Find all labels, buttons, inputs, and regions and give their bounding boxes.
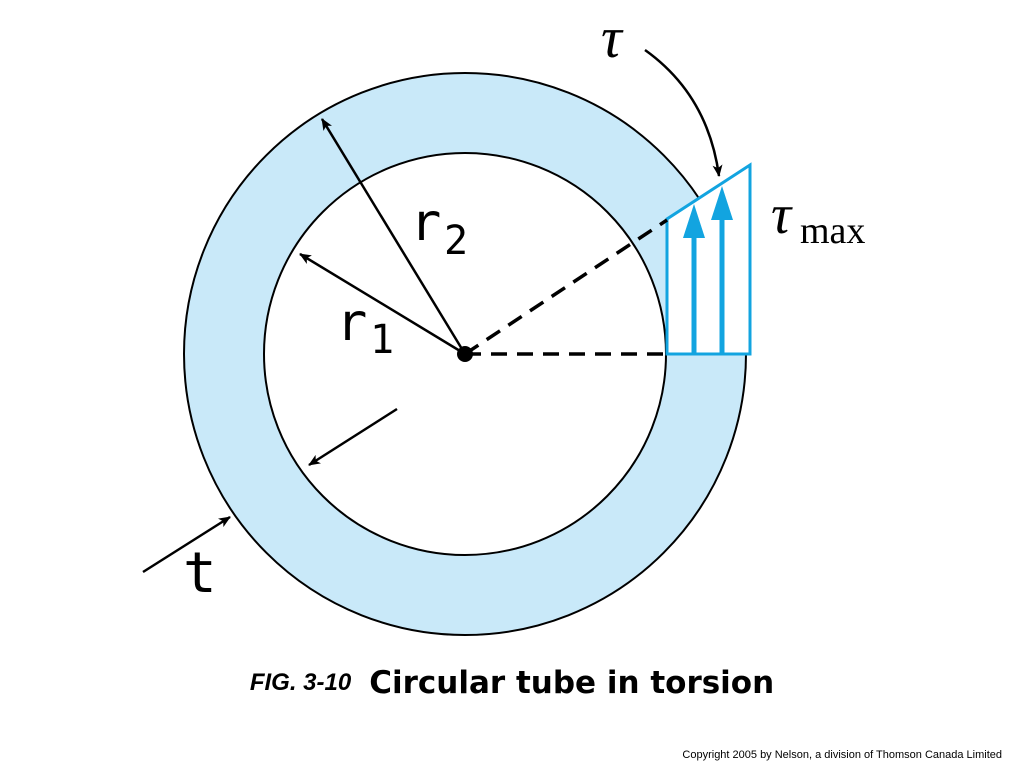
figure-number: FIG. 3-10 <box>249 669 352 696</box>
figure-title: Circular tube in torsion <box>369 665 775 701</box>
tau-pointer-arrow <box>644 48 723 177</box>
r1-label: r <box>336 293 367 353</box>
r2-arrow <box>320 118 467 355</box>
tau-max-subscript: max <box>800 210 865 252</box>
r2-label: r <box>410 193 441 253</box>
r1-arrow <box>299 252 466 356</box>
stress-arrow-head-outer <box>711 186 733 220</box>
r2-subscript: 2 <box>444 218 468 264</box>
thickness-arrow-inner <box>308 407 398 467</box>
tau-label: τ <box>601 5 624 70</box>
thickness-label: t <box>183 541 217 606</box>
r1-subscript: 1 <box>370 317 394 363</box>
tau-max-symbol: τ <box>771 184 793 246</box>
copyright-notice: Copyright 2005 by Nelson, a division of … <box>682 749 1002 761</box>
figure-caption: FIG. 3-10 Circular tube in torsion <box>0 665 1024 701</box>
dashed-radius-inclined <box>464 218 668 356</box>
thickness-arrow-outer <box>142 515 231 574</box>
stress-arrow-head-inner <box>683 204 705 238</box>
